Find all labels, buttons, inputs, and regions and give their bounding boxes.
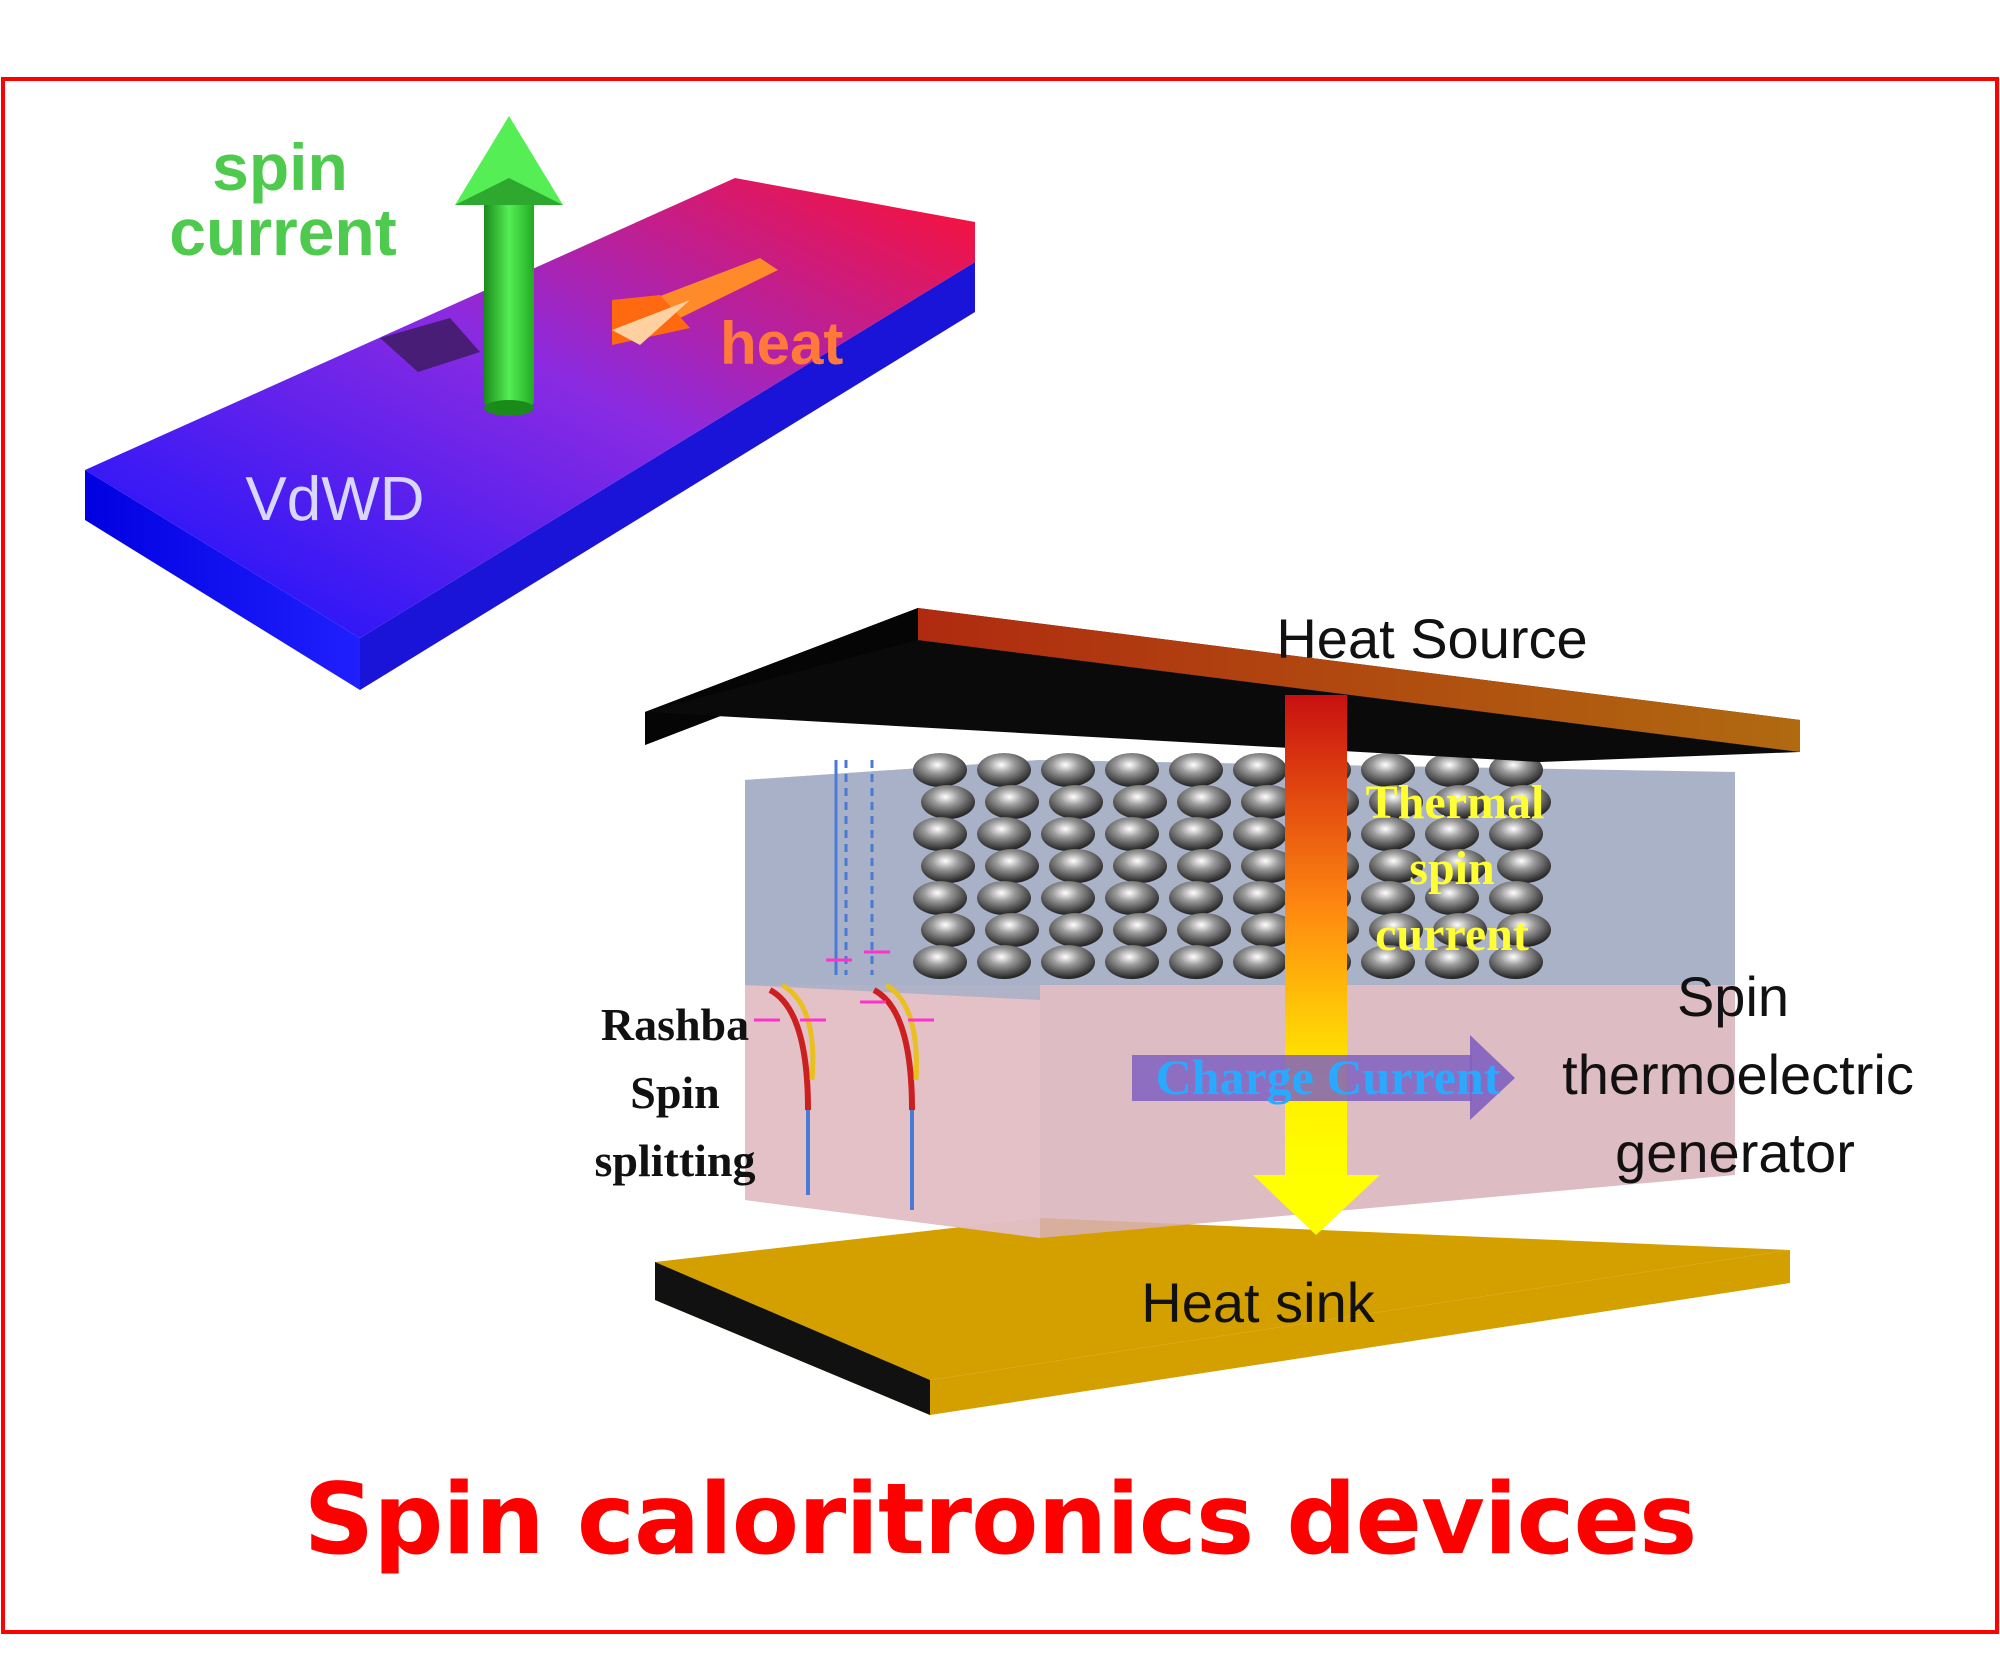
molecule-blob — [977, 753, 1031, 787]
molecule-blob — [1369, 913, 1423, 947]
molecular-layer — [913, 753, 1551, 979]
molecule-blob — [985, 785, 1039, 819]
figure-title: Spin caloritronics devices — [303, 1463, 1698, 1577]
heat-source-label: Heat Source — [1276, 607, 1587, 670]
molecule-blob — [921, 913, 975, 947]
spin-thermoelectric-generator: Heat Source Heat sink Thermal spin curre… — [594, 607, 1914, 1415]
thermal-spin-current-line: spin — [1409, 842, 1494, 895]
molecule-blob — [1233, 753, 1287, 787]
heat-sink-label: Heat sink — [1141, 1271, 1375, 1334]
molecule-blob — [1105, 945, 1159, 979]
molecule-blob — [1433, 849, 1487, 883]
thermal-spin-current-line: Thermal — [1366, 776, 1545, 829]
molecule-blob — [1241, 913, 1295, 947]
molecule-blob — [1425, 881, 1479, 915]
vdwd-arrow-shadow — [380, 318, 480, 372]
heat-arrow-icon — [612, 258, 778, 345]
vdwd-material-label: VdWD — [245, 465, 424, 534]
molecule-blob — [921, 785, 975, 819]
molecule-blob — [1233, 881, 1287, 915]
rashba-label: Rashba Spin splitting — [594, 999, 755, 1186]
rashba-label-line: splitting — [594, 1135, 755, 1186]
molecule-blob — [1169, 881, 1223, 915]
molecule-blob — [985, 913, 1039, 947]
molecule-blob — [1169, 945, 1223, 979]
molecule-blob — [1433, 913, 1487, 947]
molecule-blob — [913, 881, 967, 915]
thermal-spin-current-line: current — [1375, 908, 1529, 961]
vdwd-slab-front — [85, 470, 360, 690]
molecule-blob — [1489, 817, 1543, 851]
molecule-blob — [1169, 817, 1223, 851]
thermal-spin-current-label: Thermal spin current — [1366, 776, 1545, 961]
molecule-blob — [1113, 913, 1167, 947]
molecule-blob — [1489, 753, 1543, 787]
molecule-blob — [1177, 785, 1231, 819]
generator-label-line: Spin — [1677, 965, 1789, 1028]
molecule-blob — [1369, 785, 1423, 819]
molecule-blob — [913, 753, 967, 787]
spin-current-label-line2: current — [169, 195, 396, 269]
vdwd-device: spin current heat VdWD — [85, 116, 975, 690]
molecule-blob — [977, 881, 1031, 915]
rashba-label-line: Rashba — [601, 999, 749, 1050]
molecule-blob — [1497, 849, 1551, 883]
molecule-blob — [1041, 817, 1095, 851]
molecule-blob — [1169, 753, 1223, 787]
molecule-blob — [1049, 849, 1103, 883]
heat-label: heat — [720, 310, 843, 377]
molecule-blob — [1361, 881, 1415, 915]
molecule-blob — [1361, 817, 1415, 851]
rashba-label-line: Spin — [630, 1067, 720, 1118]
molecule-blob — [1041, 753, 1095, 787]
generator-label-line: generator — [1615, 1121, 1855, 1184]
molecule-blob — [913, 817, 967, 851]
molecule-blob — [1369, 849, 1423, 883]
molecule-blob — [1113, 849, 1167, 883]
spin-current-arrow-icon — [455, 116, 563, 416]
molecule-blob — [1489, 881, 1543, 915]
molecule-blob — [1425, 817, 1479, 851]
molecule-blob — [1425, 753, 1479, 787]
charge-current-label: Charge Current — [1156, 1049, 1501, 1105]
molecule-blob — [1233, 817, 1287, 851]
molecule-blob — [1049, 785, 1103, 819]
molecule-blob — [1489, 945, 1543, 979]
vdwd-slab-side — [360, 262, 975, 690]
molecule-blob — [913, 945, 967, 979]
figure-frame — [1, 77, 1999, 1634]
molecule-blob — [1105, 753, 1159, 787]
molecule-blob — [1241, 785, 1295, 819]
molecule-blob — [1233, 945, 1287, 979]
molecule-blob — [1497, 785, 1551, 819]
charge-current-arrow-icon — [1132, 1035, 1515, 1120]
molecule-blob — [1177, 913, 1231, 947]
molecule-blob — [1425, 945, 1479, 979]
molecule-blob — [1049, 913, 1103, 947]
generator-label-line: thermoelectric — [1562, 1043, 1914, 1106]
molecule-blob — [1105, 817, 1159, 851]
molecule-blob — [977, 945, 1031, 979]
molecule-blob — [1041, 881, 1095, 915]
molecule-blob — [977, 817, 1031, 851]
molecule-blob — [1361, 753, 1415, 787]
molecule-blob — [1361, 945, 1415, 979]
molecule-blob — [1241, 849, 1295, 883]
molecule-blob — [921, 849, 975, 883]
generator-label: Spin thermoelectric generator — [1562, 965, 1914, 1184]
molecule-blob — [1105, 881, 1159, 915]
rashba-bands-icon — [754, 760, 934, 1210]
molecule-blob — [985, 849, 1039, 883]
molecule-blob — [1041, 945, 1095, 979]
spin-current-label-line1: spin — [212, 130, 348, 204]
molecule-blob — [1433, 785, 1487, 819]
molecule-blob — [1113, 785, 1167, 819]
molecule-blob — [1177, 849, 1231, 883]
molecule-blob — [1497, 913, 1551, 947]
